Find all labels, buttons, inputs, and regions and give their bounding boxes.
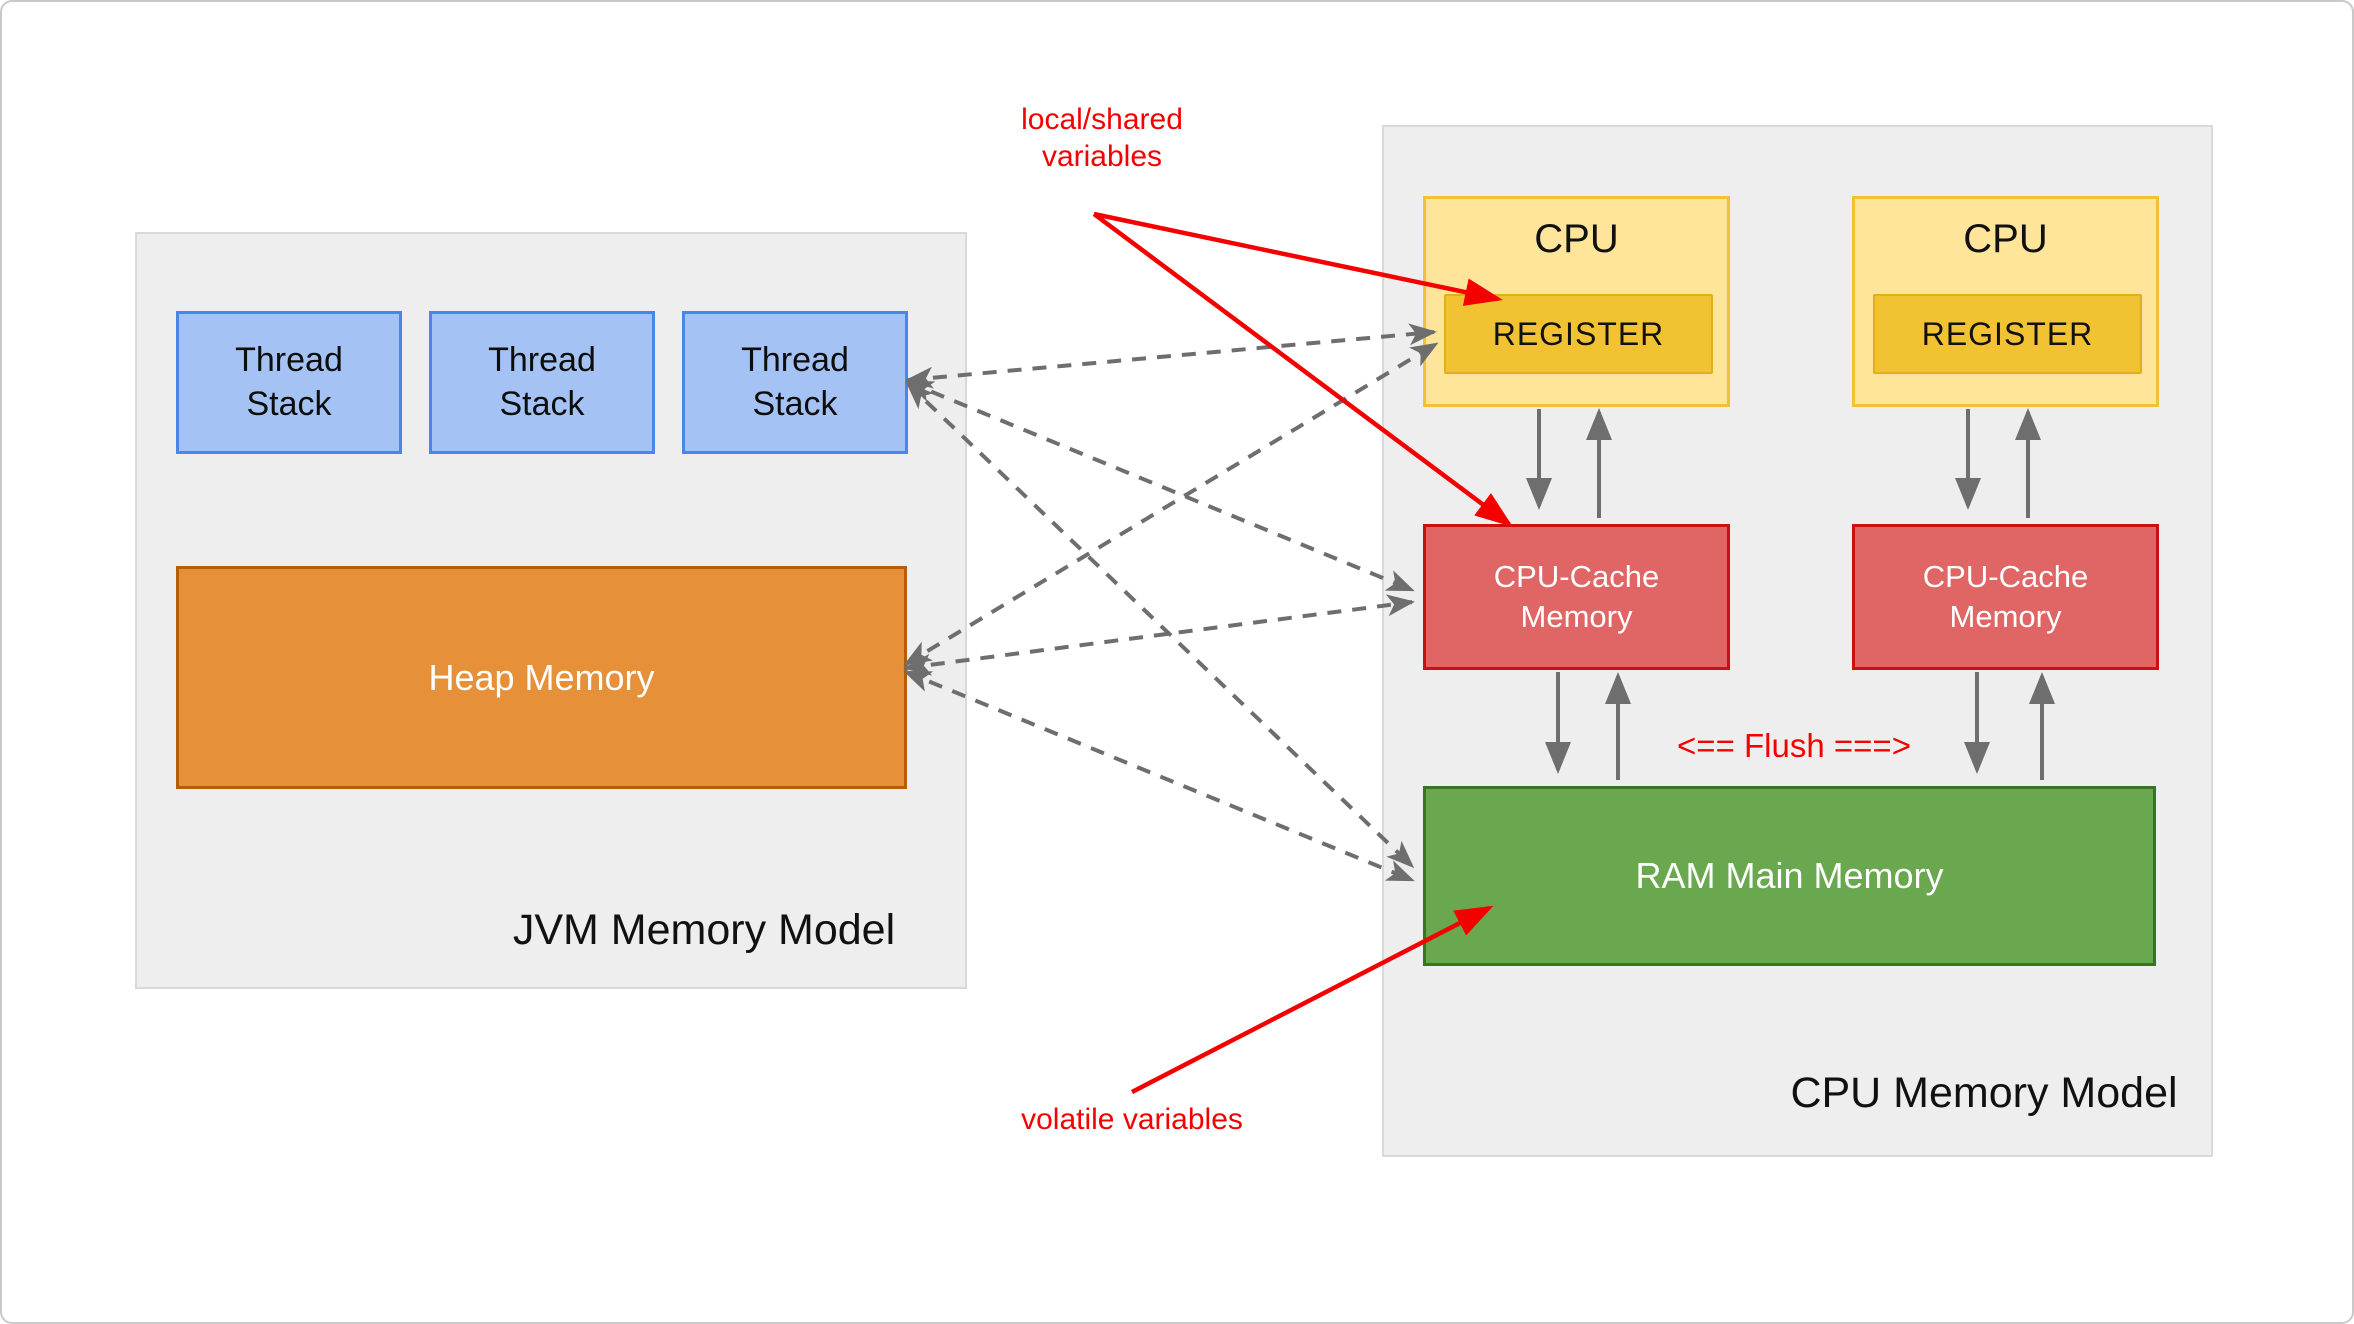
cpu-cache-label-2: CPU-Cache Memory: [1922, 558, 2089, 634]
ram-main-memory-label: RAM Main Memory: [1635, 855, 1944, 896]
cpu-box-1: CPU REGISTER: [1423, 196, 1730, 407]
cpu-label-1: CPU: [1534, 217, 1619, 261]
cpu-cache-box-1: CPU-Cache Memory: [1423, 524, 1730, 670]
flush-annotation: <== Flush ===>: [1677, 727, 1911, 764]
cpu-cache-label-1: CPU-Cache Memory: [1493, 558, 1660, 634]
dashed-arrow-threadstack-register: [905, 323, 1437, 389]
dashed-arrow-threadstack-cache: [905, 380, 1415, 592]
cpu-group-title: CPU Memory Model: [1790, 1069, 2178, 1117]
volatile-variables-annotation: volatile variables: [1021, 1103, 1243, 1136]
dashed-arrow-heap-ram: [903, 670, 1415, 882]
heap-memory-box: Heap Memory: [176, 566, 907, 789]
thread-stack-label-1: Thread Stack: [235, 340, 343, 423]
thread-stack-box-1: Thread Stack: [176, 311, 402, 454]
thread-stack-box-2: Thread Stack: [429, 311, 655, 454]
cpu-memory-model-group: CPU REGISTER CPU REGISTER CPU-Cache Memo…: [1382, 125, 2213, 1157]
dashed-arrow-heap-cache: [903, 594, 1415, 676]
cpu-label-2: CPU: [1963, 217, 2048, 261]
jvm-group-title: JVM Memory Model: [512, 906, 896, 954]
thread-stack-box-3: Thread Stack: [682, 311, 908, 454]
register-box-2: REGISTER: [1873, 294, 2142, 374]
register-box-1: REGISTER: [1444, 294, 1713, 374]
thread-stack-label-3: Thread Stack: [741, 340, 849, 423]
jvm-memory-model-group: Thread Stack Thread Stack Thread Stack H…: [135, 232, 967, 989]
dashed-arrow-threadstack-ram: [905, 381, 1415, 869]
cpu-cache-box-2: CPU-Cache Memory: [1852, 524, 2159, 670]
heap-memory-label: Heap Memory: [428, 656, 655, 698]
thread-stack-label-2: Thread Stack: [488, 340, 596, 423]
ram-main-memory-box: RAM Main Memory: [1423, 786, 2156, 966]
dashed-arrow-heap-register: [903, 342, 1439, 666]
local-shared-variables-annotation: local/shared variables: [1021, 103, 1183, 173]
cpu-box-2: CPU REGISTER: [1852, 196, 2159, 407]
